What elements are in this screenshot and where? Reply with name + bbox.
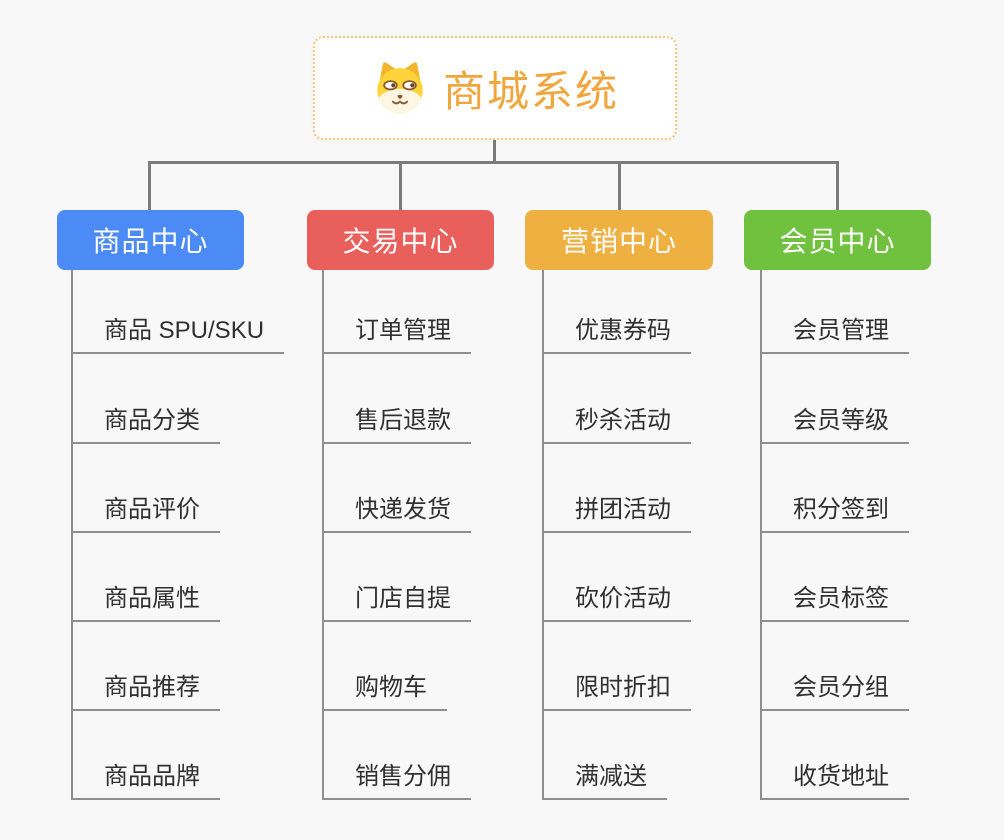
child-node[interactable]: 商品分类 <box>71 406 220 444</box>
children-line-marketing <box>542 270 544 800</box>
child-node[interactable]: 购物车 <box>322 673 447 711</box>
branch-node-trade[interactable]: 交易中心 <box>307 210 494 270</box>
child-node[interactable]: 收货地址 <box>760 762 909 800</box>
connector-horizontal <box>148 161 839 164</box>
child-node[interactable]: 售后退款 <box>322 406 471 444</box>
connector-root-drop <box>493 140 496 164</box>
connector-drop-product <box>148 161 151 210</box>
child-node[interactable]: 优惠券码 <box>542 316 691 354</box>
child-node[interactable]: 商品评价 <box>71 495 220 533</box>
child-node[interactable]: 砍价活动 <box>542 584 691 622</box>
branch-label: 会员中心 <box>779 226 896 257</box>
child-node[interactable]: 订单管理 <box>322 316 471 354</box>
child-node[interactable]: 拼团活动 <box>542 495 691 533</box>
children-line-trade <box>322 270 324 800</box>
branch-node-marketing[interactable]: 营销中心 <box>525 210 713 270</box>
children-line-product <box>71 270 73 800</box>
child-node[interactable]: 会员等级 <box>760 406 909 444</box>
branch-label: 营销中心 <box>560 226 677 257</box>
root-node[interactable]: 商城系统 <box>313 36 677 140</box>
dog-icon <box>371 59 429 117</box>
child-node[interactable]: 会员分组 <box>760 673 909 711</box>
child-node[interactable]: 会员标签 <box>760 584 909 622</box>
child-node[interactable]: 商品推荐 <box>71 673 220 711</box>
connector-drop-trade <box>399 161 402 210</box>
children-line-member <box>760 270 762 800</box>
branch-label: 商品中心 <box>92 226 209 257</box>
branch-node-member[interactable]: 会员中心 <box>744 210 931 270</box>
child-node[interactable]: 满减送 <box>542 762 667 800</box>
child-node[interactable]: 商品 SPU/SKU <box>71 316 285 354</box>
child-node[interactable]: 快递发货 <box>322 495 471 533</box>
connector-drop-member <box>836 161 839 210</box>
child-node[interactable]: 秒杀活动 <box>542 406 691 444</box>
child-node[interactable]: 商品属性 <box>71 584 220 622</box>
child-node[interactable]: 会员管理 <box>760 316 909 354</box>
root-title: 商城系统 <box>442 67 619 115</box>
branch-label: 交易中心 <box>342 226 459 257</box>
child-node[interactable]: 销售分佣 <box>322 762 471 800</box>
child-node[interactable]: 门店自提 <box>322 584 471 622</box>
child-node[interactable]: 商品品牌 <box>71 762 220 800</box>
child-node[interactable]: 限时折扣 <box>542 673 691 711</box>
connector-drop-marketing <box>618 161 621 210</box>
branch-node-product[interactable]: 商品中心 <box>57 210 244 270</box>
child-node[interactable]: 积分签到 <box>760 495 909 533</box>
